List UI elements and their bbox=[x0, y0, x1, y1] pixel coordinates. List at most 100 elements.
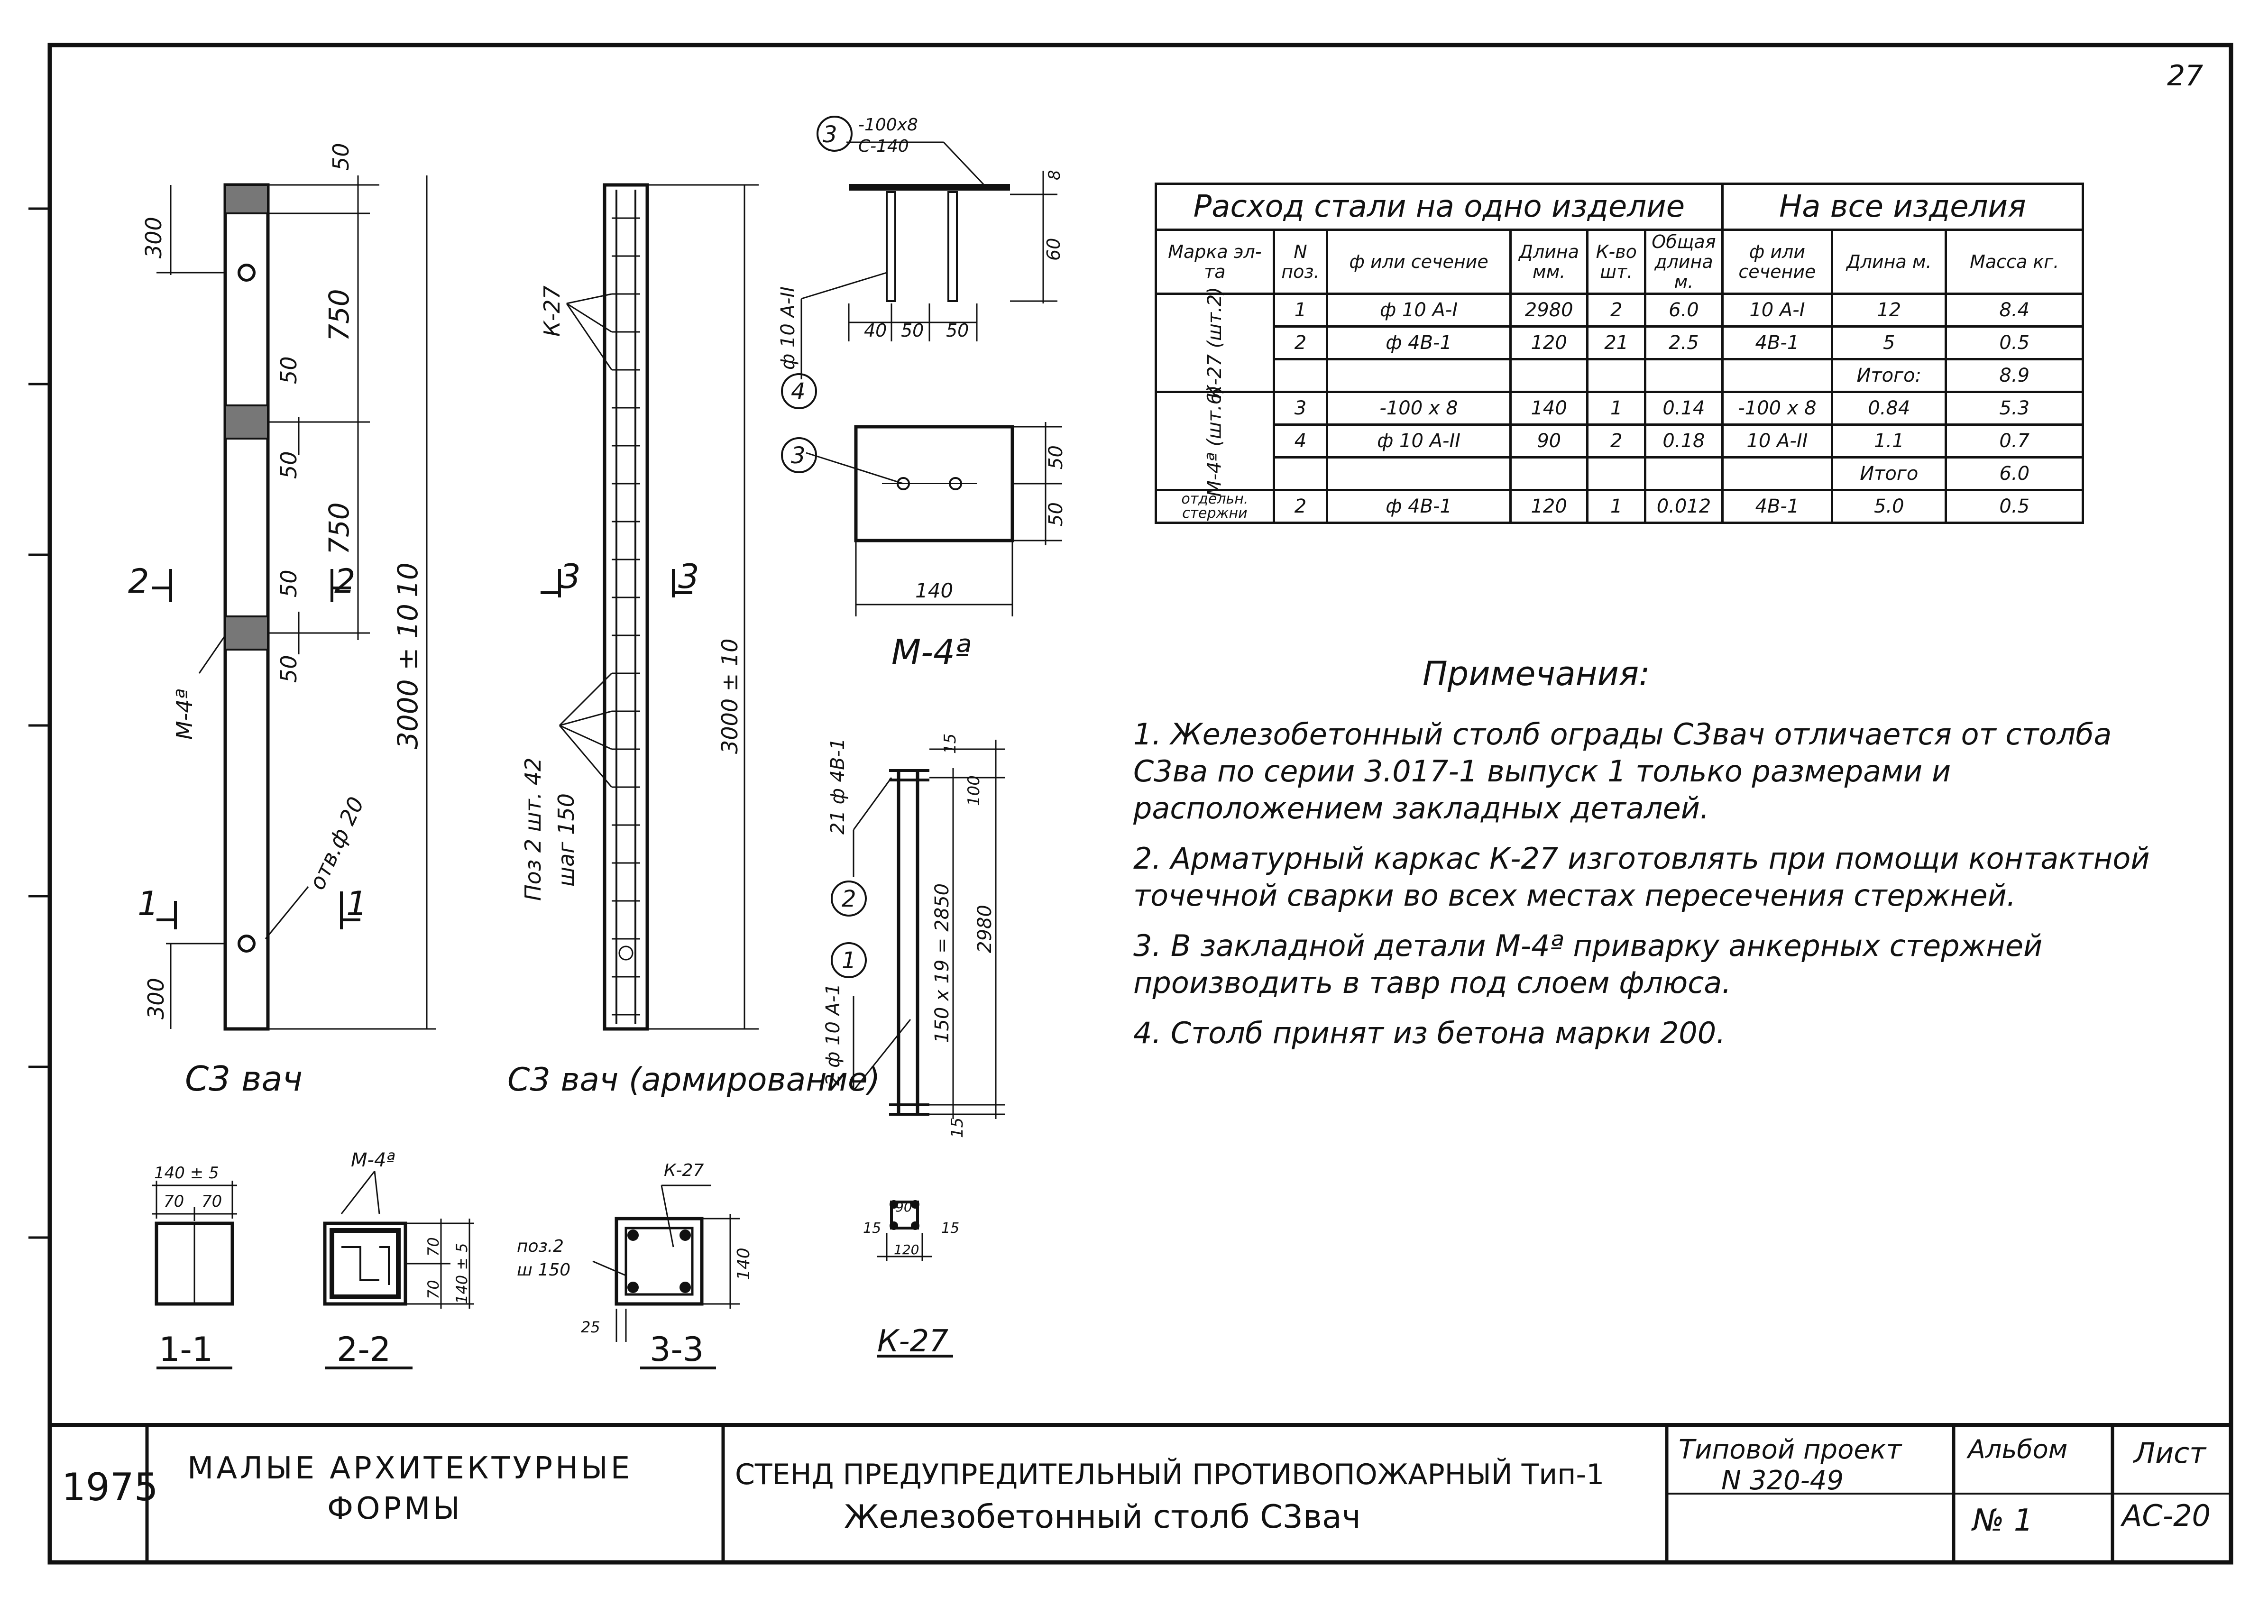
cell: ф 10 А-II bbox=[1326, 423, 1512, 459]
note-4: 4. Столб принят из бетона марки 200. bbox=[1133, 1016, 1726, 1050]
cell: 8.9 bbox=[1945, 358, 2084, 393]
cell: 10 А-I bbox=[1721, 293, 1834, 328]
cell: 1.1 bbox=[1831, 423, 1947, 459]
callout3-bottom: С-140 bbox=[858, 137, 909, 156]
cell bbox=[1326, 456, 1512, 491]
dim-m4-side1: 50 bbox=[1045, 445, 1067, 469]
label-step: шаг 150 bbox=[553, 793, 579, 887]
th-mark: Марка эл-та bbox=[1155, 229, 1275, 295]
cell: 3 bbox=[1272, 391, 1329, 426]
cell bbox=[1509, 358, 1589, 393]
label-plate: М-4ª bbox=[172, 689, 197, 740]
section-2-2 bbox=[323, 1171, 474, 1369]
cell: ф 4В-1 bbox=[1326, 325, 1512, 360]
cell bbox=[1644, 456, 1724, 491]
dim-total-2: 3000 ± 10 bbox=[717, 639, 743, 754]
callout3-top: -100х8 bbox=[858, 115, 918, 135]
m4a-caption: М-4ª bbox=[891, 632, 971, 672]
cell: 0.5 bbox=[1945, 489, 2084, 524]
dim-m4-d1: 40 bbox=[864, 320, 887, 341]
dim-m4-side2: 50 bbox=[1045, 502, 1067, 526]
cell: 6.0 bbox=[1644, 293, 1724, 328]
dim-m4-width: 140 bbox=[915, 579, 953, 602]
s22-plate: М-4ª bbox=[351, 1149, 395, 1171]
dim-total: 3000 ± 10 bbox=[392, 604, 424, 749]
dim-top: 50 bbox=[328, 143, 354, 171]
k27-dim-total: 2980 bbox=[974, 905, 996, 953]
cell: 2 bbox=[1586, 293, 1647, 328]
sheet-frame bbox=[47, 43, 2233, 1565]
k27s-b: 90 bbox=[895, 1199, 912, 1215]
cell: 4В-1 bbox=[1721, 489, 1834, 524]
k27s-a: 15 bbox=[863, 1220, 881, 1237]
cell: 5.0 bbox=[1831, 489, 1947, 524]
cell: ф 4В-1 bbox=[1326, 489, 1512, 524]
marker-3: 3 bbox=[791, 442, 806, 469]
cell bbox=[1721, 358, 1834, 393]
table-title-left: Расход стали на одно изделие bbox=[1155, 183, 1724, 231]
cell: -100 х 8 bbox=[1326, 391, 1512, 426]
embedded-plate-detail bbox=[781, 116, 1062, 616]
dim-total-a: 10 bbox=[392, 562, 424, 597]
corner-sheet-number: 27 bbox=[2167, 59, 2203, 92]
mark-k27: К-27 (шт.2) bbox=[1203, 287, 1226, 399]
album-label: Альбом bbox=[1968, 1434, 2068, 1464]
table-row: Итого:8.9 bbox=[1156, 358, 2084, 393]
project-label: Типовой проект bbox=[1679, 1434, 1902, 1465]
cell bbox=[1586, 456, 1647, 491]
cell: 0.18 bbox=[1644, 423, 1724, 459]
cell: 10 А-II bbox=[1721, 423, 1834, 459]
s11-a: 70 bbox=[164, 1192, 184, 1211]
cell: 120 bbox=[1509, 489, 1589, 524]
section3-left: 3 bbox=[560, 557, 581, 596]
th-section: ф или сечение bbox=[1326, 229, 1512, 295]
th-length-all: Длина м. bbox=[1831, 229, 1947, 295]
cell: 0.84 bbox=[1831, 391, 1947, 426]
cell bbox=[1326, 358, 1512, 393]
note-1: 1. Железобетонный столб ограды С3вач отл… bbox=[1133, 717, 2112, 826]
cell: 2980 bbox=[1509, 293, 1589, 328]
dim-m4-thick: 8 bbox=[1045, 170, 1064, 180]
elevation2-caption: С3 вач (армирование) bbox=[507, 1061, 880, 1099]
marker-4: 4 bbox=[791, 378, 806, 405]
th-total-length: Общая длина м. bbox=[1644, 229, 1724, 295]
label-cage: К-27 bbox=[539, 285, 565, 337]
dim-m4-height: 60 bbox=[1043, 238, 1064, 261]
org-line1: МАЛЫЕ АРХИТЕКТУРНЫЕ bbox=[187, 1451, 633, 1486]
section3-right: 3 bbox=[678, 557, 699, 596]
k27-dim-top: 15 bbox=[941, 734, 960, 754]
cell: ф 10 А-I bbox=[1326, 293, 1512, 328]
dim-gap-b: 50 bbox=[276, 451, 302, 479]
s22-caption: 2-2 bbox=[337, 1330, 391, 1369]
cell: 90 bbox=[1509, 423, 1589, 459]
s33-pos: поз.2 bbox=[517, 1237, 564, 1256]
k27-dim-bottom: 15 bbox=[948, 1118, 967, 1138]
section1-right: 1 bbox=[346, 884, 367, 923]
reinforcement-elevation bbox=[541, 183, 759, 1031]
th-mass-all: Масса кг. bbox=[1945, 229, 2084, 295]
cell: 5 bbox=[1831, 325, 1947, 360]
s22-b: 70 bbox=[424, 1280, 442, 1299]
k27-dim-span: 150 х 19 = 2850 bbox=[931, 883, 953, 1043]
cell: 120 bbox=[1509, 325, 1589, 360]
note-3: 3. В закладной детали М-4ª приварку анке… bbox=[1133, 928, 2043, 1000]
note-2: 2. Арматурный каркас К-27 изготовлять пр… bbox=[1133, 841, 2150, 913]
cell: 2 bbox=[1272, 325, 1329, 360]
th-pos: N поз. bbox=[1272, 229, 1329, 295]
section-1-1 bbox=[152, 1181, 237, 1369]
cell: 8.4 bbox=[1945, 293, 2084, 328]
notes-list: 1. Железобетонный столб ограды С3вач отл… bbox=[1133, 716, 2153, 1065]
cell: 2 bbox=[1272, 489, 1329, 524]
marker-2: 2 bbox=[842, 886, 856, 912]
dim-gap-d: 50 bbox=[276, 655, 302, 683]
sheet-label: Лист bbox=[2134, 1437, 2206, 1470]
s11-caption: 1-1 bbox=[159, 1330, 213, 1369]
cell: 4В-1 bbox=[1721, 325, 1834, 360]
s33-side: 140 bbox=[734, 1248, 753, 1280]
cell bbox=[1272, 358, 1329, 393]
section2-left: 2 bbox=[128, 562, 149, 601]
